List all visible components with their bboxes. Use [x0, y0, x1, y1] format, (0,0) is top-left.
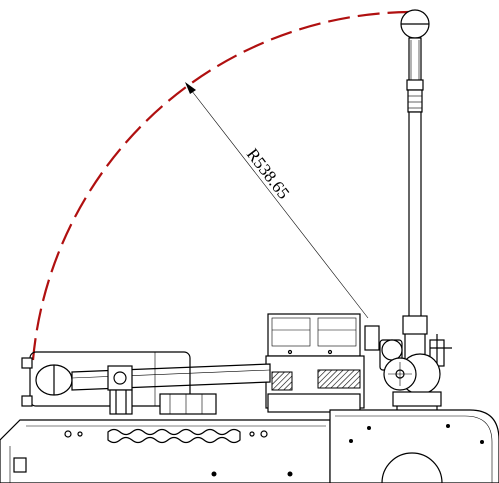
- radius-dimension-label: R538.65: [243, 145, 293, 203]
- pivot-mechanism: [364, 325, 452, 414]
- left-bracket: [21, 351, 217, 415]
- swing-radius-arc: [31, 10, 419, 361]
- vertical-arm: [400, 9, 430, 360]
- horizontal-arm: [35, 363, 271, 396]
- central-housing: [265, 313, 365, 413]
- base-chassis: [0, 409, 499, 483]
- radius-dimension: R538.65: [185, 82, 369, 319]
